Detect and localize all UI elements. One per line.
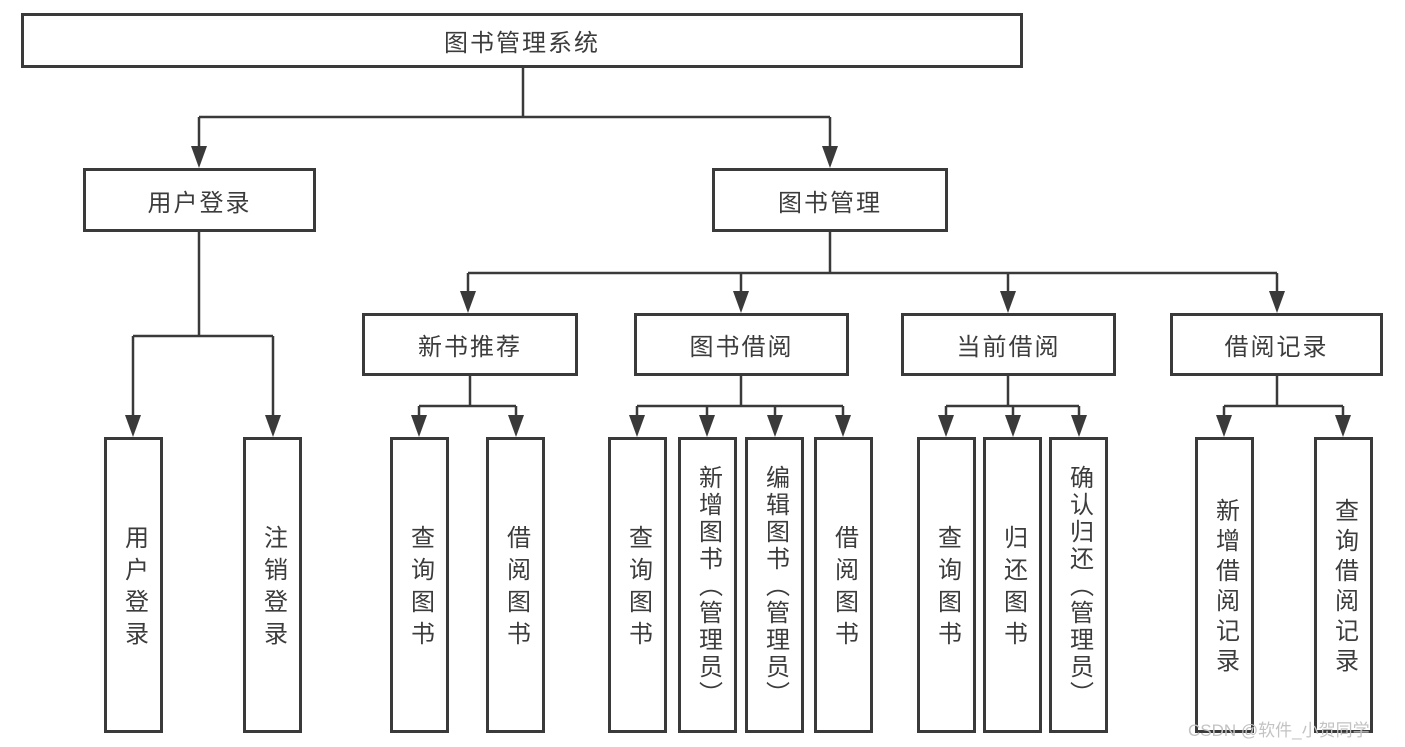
node-leaf-edit-book-admin: 编辑图书（管理员）	[745, 437, 804, 733]
node-book-management: 图书管理	[712, 168, 948, 232]
node-label: 查询图书	[406, 525, 434, 653]
node-label: 图书管理	[778, 189, 882, 217]
node-new-book-recommend: 新书推荐	[362, 313, 578, 376]
node-leaf-borrow-book: 借阅图书	[814, 437, 873, 733]
node-leaf-query-borrow-record: 查询借阅记录	[1314, 437, 1373, 733]
arrowheads	[125, 146, 1351, 437]
node-leaf-confirm-return-admin: 确认归还（管理员）	[1049, 437, 1108, 733]
node-label: 借阅图书	[502, 525, 530, 653]
node-user-login: 用户登录	[83, 168, 316, 232]
node-label: 注销登录	[259, 525, 287, 653]
node-leaf-borrow-book-recommend: 借阅图书	[486, 437, 545, 733]
node-label: 当前借阅	[956, 334, 1061, 361]
node-library-management-system: 图书管理系统	[21, 13, 1023, 68]
node-label: 确认归还（管理员）	[1065, 465, 1093, 708]
node-label: 查询借阅记录	[1330, 498, 1358, 678]
node-label: 用户登录	[120, 525, 148, 653]
node-current-borrow: 当前借阅	[901, 313, 1116, 376]
node-label: 借阅图书	[830, 525, 858, 653]
node-label: 新增借阅记录	[1211, 498, 1239, 678]
node-leaf-return-book: 归还图书	[983, 437, 1042, 733]
node-book-borrow: 图书借阅	[634, 313, 849, 376]
node-leaf-query-book-borrow: 查询图书	[608, 437, 667, 733]
node-label: 新增图书（管理员）	[694, 465, 722, 708]
node-borrow-record: 借阅记录	[1170, 313, 1383, 376]
node-label: 归还图书	[999, 525, 1027, 653]
node-leaf-logout: 注销登录	[243, 437, 302, 733]
node-label: 借阅记录	[1224, 334, 1329, 361]
csdn-watermark: CSDN @软件_小贺同学	[1188, 721, 1370, 740]
node-label: 查询图书	[624, 525, 652, 653]
node-label: 编辑图书（管理员）	[761, 465, 789, 708]
node-leaf-query-book-current: 查询图书	[917, 437, 976, 733]
node-leaf-add-borrow-record: 新增借阅记录	[1195, 437, 1254, 733]
node-label: 用户登录	[147, 189, 252, 217]
node-label: 新书推荐	[418, 334, 522, 361]
node-label: 图书管理系统	[444, 30, 600, 57]
node-leaf-query-book-recommend: 查询图书	[390, 437, 449, 733]
node-label: 查询图书	[933, 525, 961, 653]
node-leaf-user-login: 用户登录	[104, 437, 163, 733]
node-leaf-add-book-admin: 新增图书（管理员）	[678, 437, 737, 733]
node-label: 图书借阅	[689, 334, 794, 361]
